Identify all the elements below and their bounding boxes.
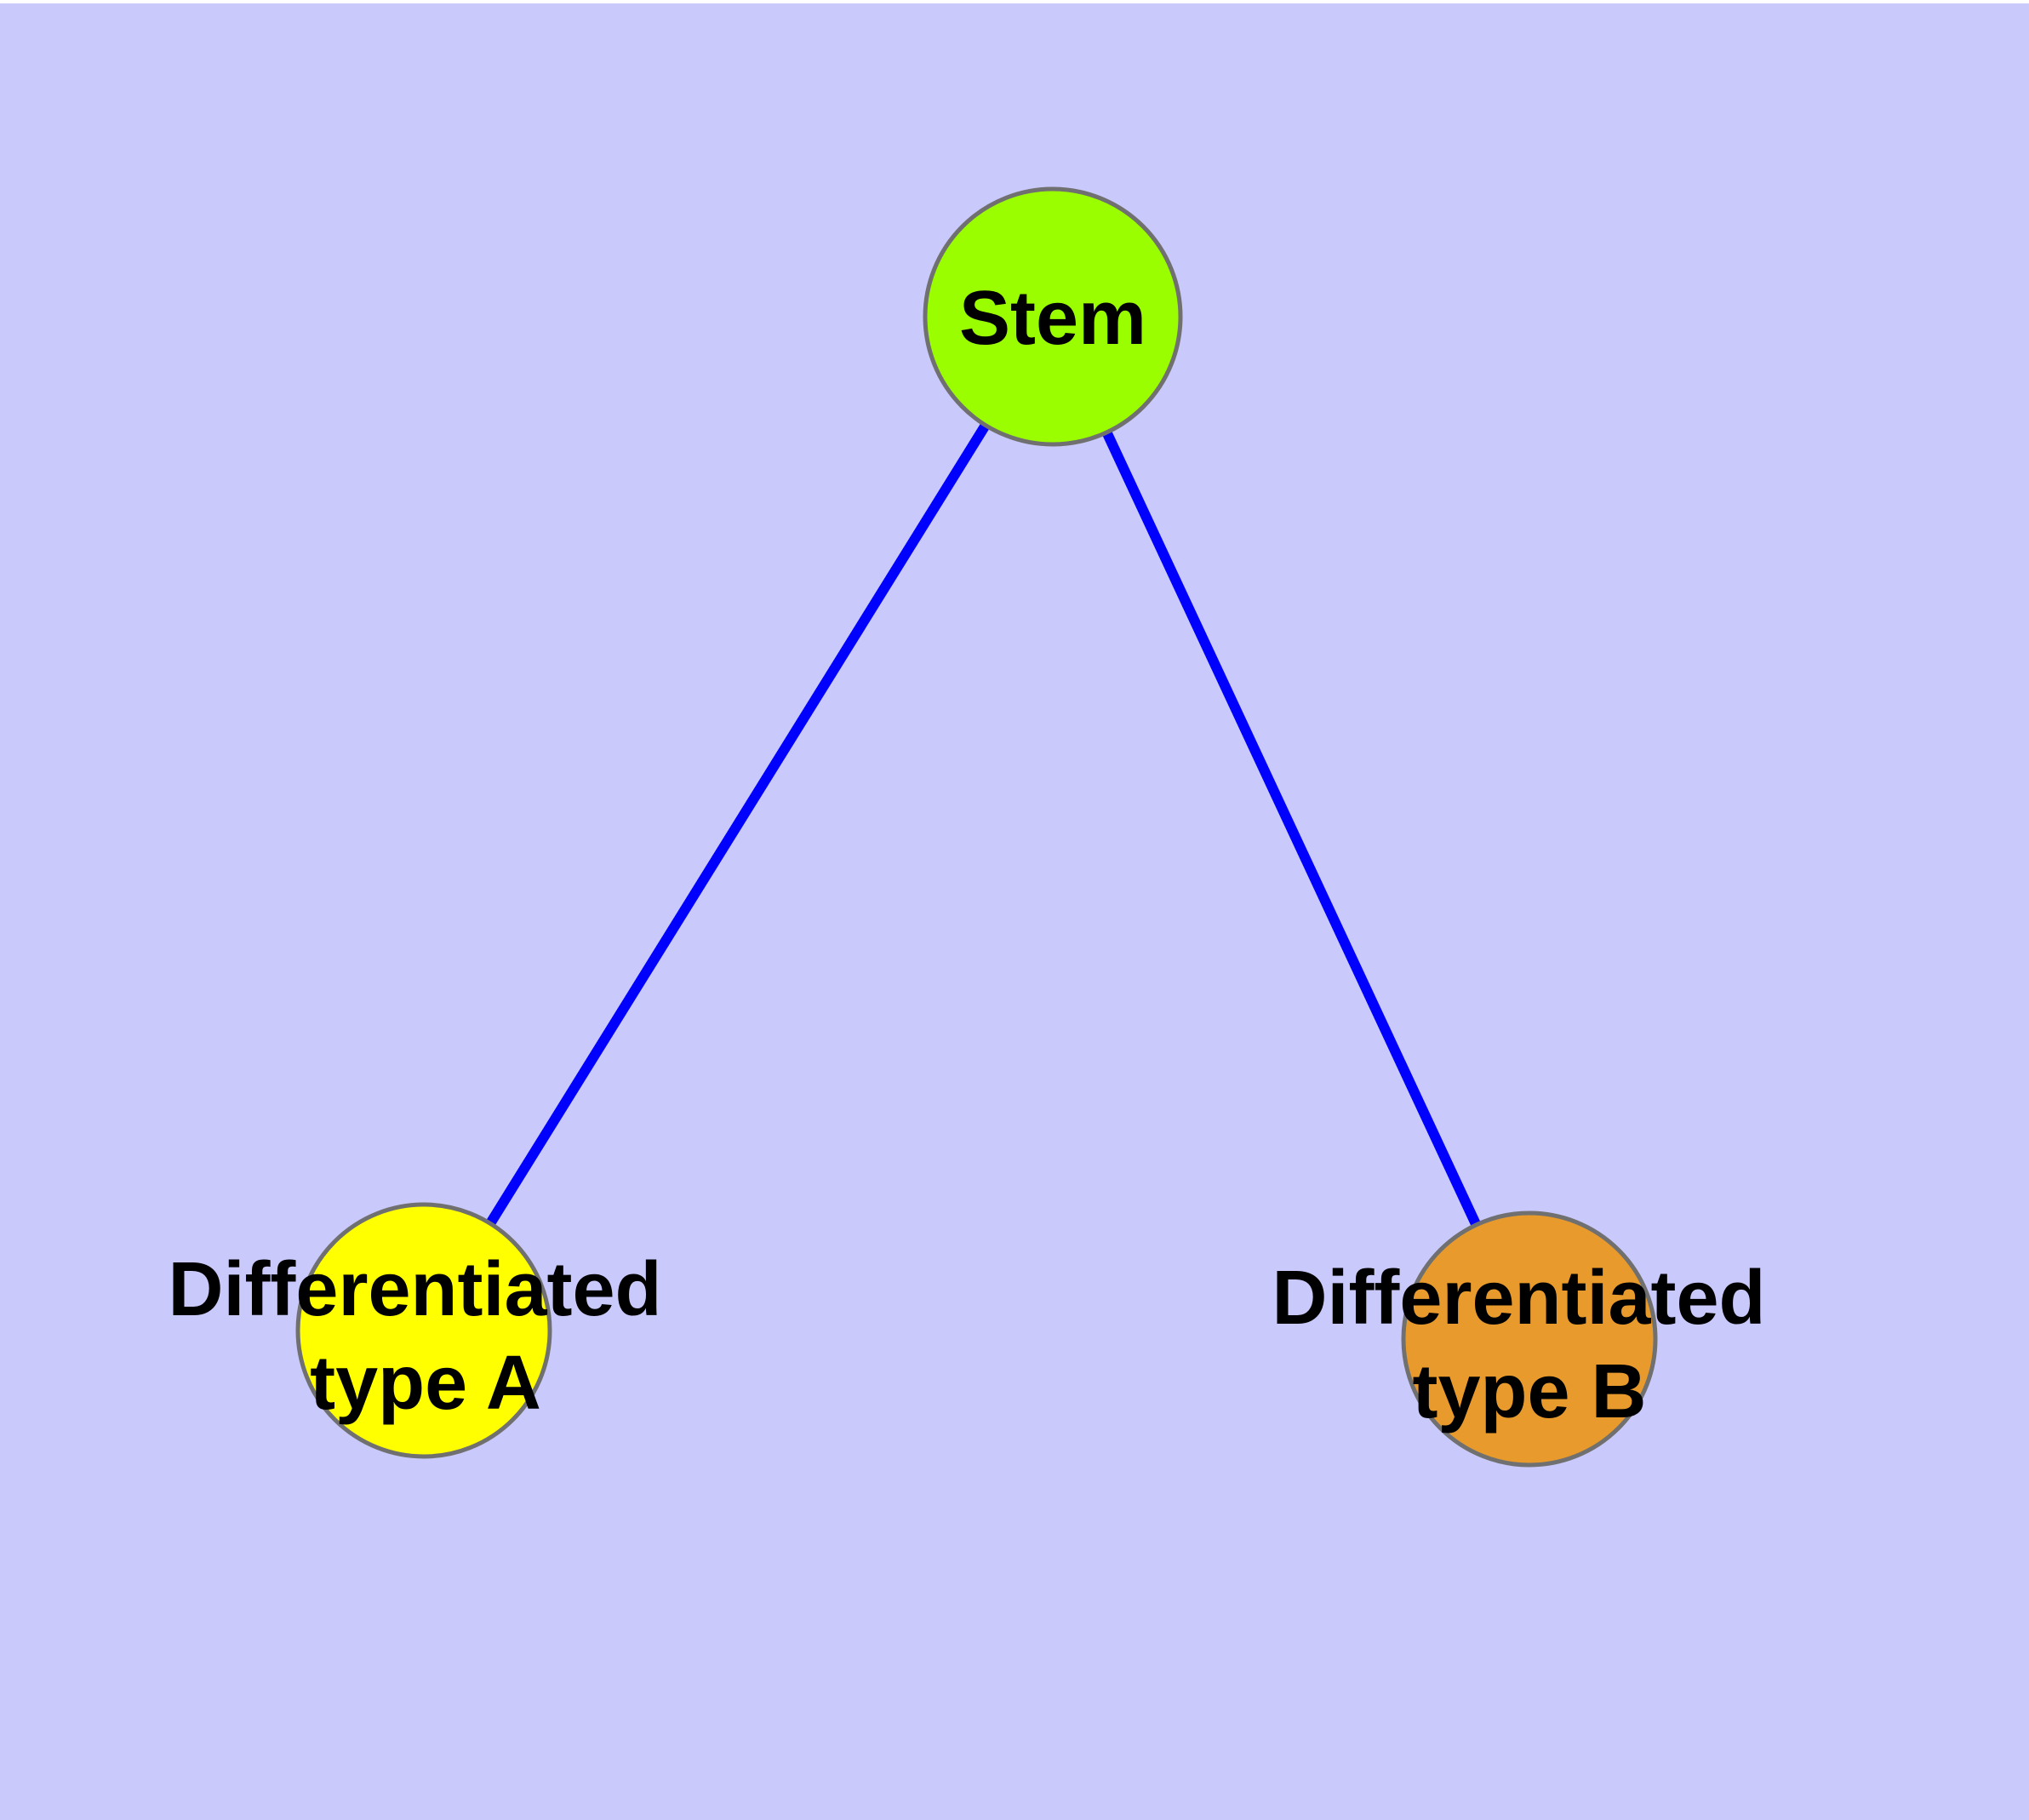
node-stem <box>923 186 1183 447</box>
node-label-type-a-line-2: type A <box>310 1341 541 1426</box>
edge-stem-to-type-a <box>419 313 1058 1334</box>
node-differentiated-type-a <box>295 1202 552 1459</box>
node-label-stem-line-1: Stem <box>959 276 1146 361</box>
edge-stem-to-type-b <box>1048 314 1535 1342</box>
node-label-stem: Stem <box>959 276 1146 361</box>
node-label-type-b-line-1: Differentiated <box>1272 1256 1765 1341</box>
node-label-differentiated-type-a: Differentiated type A <box>168 1247 683 1426</box>
node-label-differentiated-type-b: Differentiated type B <box>1272 1256 1786 1434</box>
node-label-type-a-line-1: Differentiated <box>168 1247 661 1332</box>
node-differentiated-type-b <box>1401 1210 1658 1468</box>
node-label-type-b-line-2: type B <box>1412 1349 1646 1434</box>
